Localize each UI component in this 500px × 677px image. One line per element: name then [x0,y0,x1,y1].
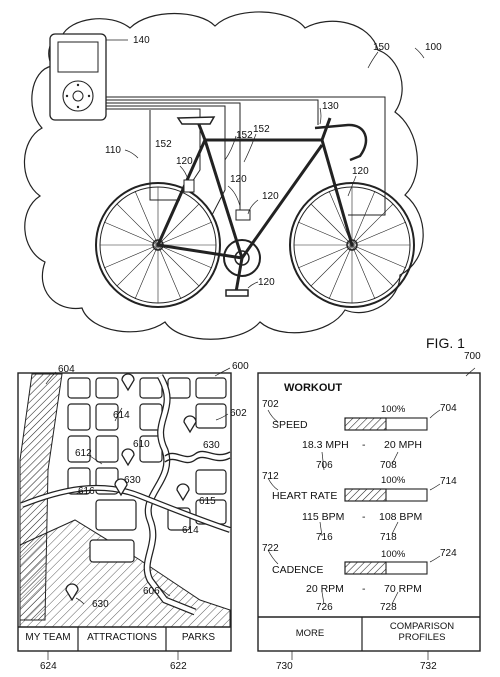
progress-fill-heart-rate [344,488,387,502]
ref-120-b: 120 [230,174,247,185]
metric-percent-cadence: 100% [381,549,406,560]
ref-602: 602 [230,408,247,419]
more-button[interactable]: MORE [295,628,325,639]
ref-152-b: 152 [236,130,253,141]
metric-low-speed: 18.3 MPH [302,439,349,451]
comparison-profiles-button[interactable]: COMPARISON PROFILES [389,621,455,643]
ref-120-d: 120 [352,166,369,177]
metric-low-heart-rate: 115 BPM [302,511,345,523]
ref-730: 730 [276,661,293,672]
tab-attractions[interactable]: ATTRACTIONS [87,632,157,643]
ref-152-c: 152 [253,124,270,135]
metric-high-speed: 20 MPH [384,439,422,451]
metric-sep-speed: - [362,439,366,451]
tab-my-team[interactable]: MY TEAM [25,632,71,643]
tab-parks[interactable]: PARKS [181,632,216,643]
ref-615: 615 [199,496,216,507]
ref-702: 702 [262,399,279,410]
ref-100: 100 [425,42,442,53]
metric-low-cadence: 20 RPM [306,583,344,595]
street-map [19,373,231,628]
ref-140: 140 [133,35,150,46]
ref-604: 604 [58,364,75,375]
ref-700: 700 [464,351,481,362]
ref-728: 728 [380,602,397,613]
workout-bars [344,417,428,575]
metric-percent-heart-rate: 100% [381,475,406,486]
bicycle-icon [95,116,415,308]
ref-152-a: 152 [155,139,172,150]
metric-high-cadence: 70 RPM [384,583,422,595]
metric-label-heart-rate: HEART RATE [272,490,338,502]
ref-610: 610 [133,439,150,450]
ref-704: 704 [440,403,457,414]
ref-706: 706 [316,460,333,471]
ref-726: 726 [316,602,333,613]
progress-fill-speed [344,417,387,431]
figure-title: FIG. 1 [426,335,465,351]
metric-percent-speed: 100% [381,404,406,415]
ref-724: 724 [440,548,457,559]
ref-614-b: 614 [182,525,199,536]
metric-sep-heart-rate: - [362,511,366,523]
ref-732: 732 [420,661,437,672]
metric-high-heart-rate: 108 BPM [379,511,423,523]
ref-716: 716 [316,532,333,543]
ref-612: 612 [75,448,92,459]
ref-120-a: 120 [176,156,193,167]
metric-label-cadence: CADENCE [272,564,324,576]
ref-630-c: 630 [92,599,109,610]
network-cloud [23,11,424,340]
ref-130: 130 [322,101,339,112]
ref-722: 722 [262,543,279,554]
ref-616: 616 [78,486,95,497]
ref-120-c: 120 [262,191,279,202]
ref-708: 708 [380,460,397,471]
metric-label-speed: SPEED [272,419,308,431]
ref-630-b: 630 [124,475,141,486]
ref-614-a: 614 [113,410,130,421]
ref-718: 718 [380,532,397,543]
ref-712: 712 [262,471,279,482]
ref-606: 606 [143,586,160,597]
workout-screen-frame [257,372,481,652]
ref-630-a: 630 [203,440,220,451]
progress-fill-cadence [344,561,387,575]
ref-120-e: 120 [258,277,275,288]
ref-110: 110 [105,145,121,156]
ref-714: 714 [440,476,457,487]
ref-624: 624 [40,661,57,672]
workout-title: WORKOUT [284,382,343,394]
metric-sep-cadence: - [362,583,366,595]
ref-600: 600 [232,361,249,372]
ref-150: 150 [373,42,390,53]
ref-622: 622 [170,661,187,672]
media-player-icon [49,33,107,121]
